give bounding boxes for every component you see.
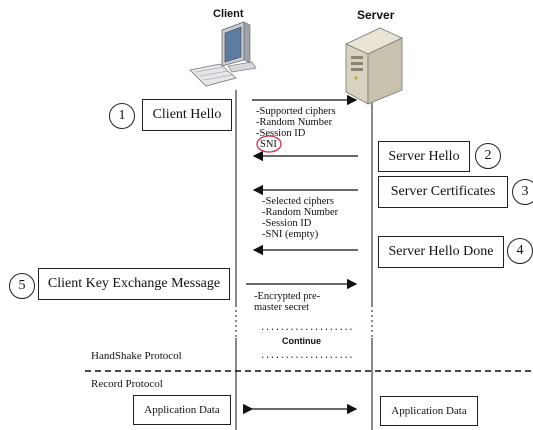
server-certificates-box: Server Certificates — [378, 176, 508, 208]
server-hello-box: Server Hello — [378, 141, 470, 172]
record-protocol-label: Record Protocol — [91, 378, 163, 390]
handshake-protocol-label: HandShake Protocol — [91, 350, 182, 362]
step-1-number: 1 — [109, 103, 135, 129]
client-hello-note-random: -Random Number — [256, 117, 333, 128]
client-hello-note-sni: SNI — [260, 139, 277, 150]
client-hello-note-session: -Session ID — [256, 128, 306, 139]
key-exchange-note-line2: master secret — [254, 302, 310, 313]
continue-label: Continue — [282, 336, 321, 346]
step-4-number: 4 — [507, 238, 533, 264]
key-exchange-note-line1: -Encrypted pre- — [254, 291, 321, 302]
client-computer-icon — [189, 21, 257, 87]
step-2-number: 2 — [475, 143, 501, 169]
server-hello-note-random: -Random Number — [262, 207, 339, 218]
server-hello-note-ciphers: -Selected ciphers — [262, 196, 335, 207]
server-hello-note-session: -Session ID — [262, 218, 312, 229]
step-5-number: 5 — [9, 273, 35, 299]
client-key-exchange-box: Client Key Exchange Message — [38, 268, 230, 300]
client-application-data-box: Application Data — [133, 395, 231, 425]
server-hello-done-box: Server Hello Done — [378, 236, 504, 268]
server-application-data-box: Application Data — [380, 396, 478, 426]
continue-dots-bottom: ................... — [260, 351, 354, 361]
client-hello-note-ciphers: -Supported ciphers — [256, 106, 336, 117]
server-label: Server — [357, 8, 395, 22]
server-tower-icon — [345, 27, 403, 105]
continue-dots-top: ................... — [260, 323, 354, 333]
sni-highlight-circle — [256, 135, 282, 153]
step-3-number: 3 — [512, 179, 533, 205]
server-hello-note-sni: -SNI (empty) — [262, 229, 319, 240]
client-label: Client — [213, 8, 244, 20]
client-hello-box: Client Hello — [142, 99, 232, 131]
